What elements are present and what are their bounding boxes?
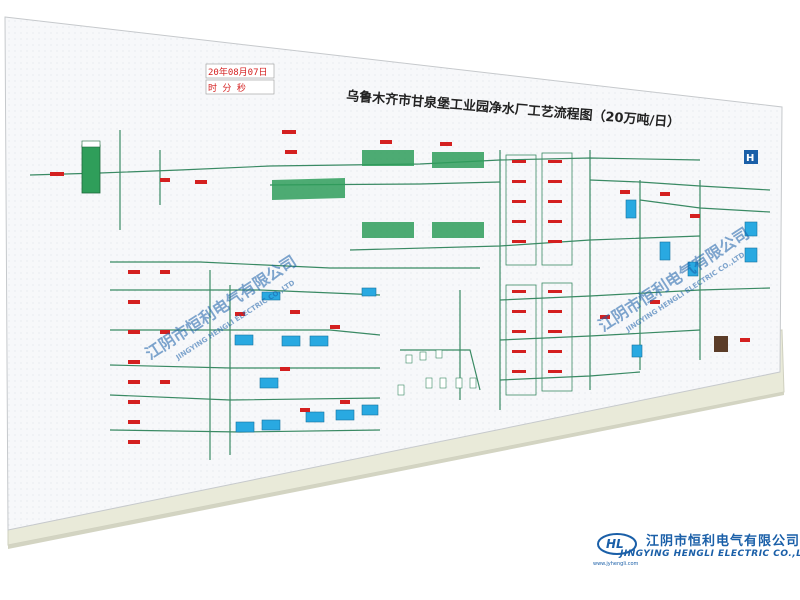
digital-clock: 20年08月07日 时 分 秒	[205, 63, 275, 95]
svg-text:H: H	[746, 153, 754, 164]
company-name-en: JINGYING HENGLI ELECTRIC CO.,LTD	[620, 549, 800, 559]
filter-bank-upper	[505, 152, 573, 266]
led-indicators	[50, 130, 750, 444]
pipe-network	[29, 130, 771, 460]
board-logo: H	[744, 150, 758, 164]
company-url: www.jyhengli.com	[593, 561, 639, 567]
company-name-cn: 江阴市恒利电气有限公司	[646, 534, 800, 549]
intake-tank-top	[81, 140, 101, 148]
floc-tank-4	[432, 222, 484, 238]
sedimentation-basin	[272, 178, 345, 200]
panel-base-bottom	[8, 392, 784, 549]
floc-tank-2	[432, 152, 484, 168]
hl-logo-icon: HL	[597, 533, 637, 555]
control-cabinet	[714, 336, 728, 352]
clock-date: 20年08月07日	[208, 66, 268, 78]
clear-water-tanks	[234, 199, 758, 433]
intake-tank	[81, 144, 101, 194]
dosing-boxes	[397, 349, 477, 396]
floc-tank-1	[362, 150, 414, 166]
filter-bank-lower	[505, 282, 573, 396]
clock-time: 时 分 秒	[208, 82, 246, 94]
floc-tank-3	[362, 222, 414, 238]
logo-badge-text: HL	[606, 537, 624, 551]
